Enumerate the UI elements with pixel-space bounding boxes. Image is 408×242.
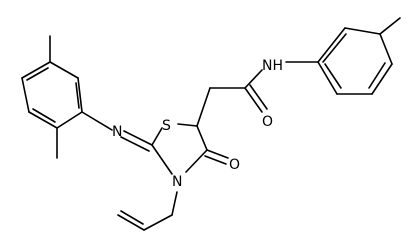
- aryl-to-imine-bond: [81, 111, 113, 131]
- imine-double-bond-b: [120, 136, 150, 152]
- dimethylphenyl-ring: [21, 61, 83, 129]
- amide-carbonyl-double-bond-b: [249, 84, 268, 110]
- thiazolidinone-ring: [151, 123, 208, 175]
- amide-nh-label: NH: [262, 58, 283, 74]
- ring-nitrogen-label: N: [172, 174, 182, 190]
- amide-carbonyl-double-bond-a: [244, 87, 263, 113]
- methylene-bond-1: [196, 87, 211, 127]
- sulfur-label: S: [162, 118, 171, 134]
- amide-c-n-bond: [244, 69, 263, 89]
- methylphenyl-ring: [317, 27, 393, 95]
- imine-double-bond-a: [123, 130, 153, 146]
- amide-oxygen-label: O: [262, 114, 273, 130]
- allyl-chain: [117, 191, 178, 231]
- imine-nitrogen-label: N: [112, 124, 122, 140]
- methyl-bond-right: [379, 17, 401, 35]
- ring-carbonyl-double-bond-a: [206, 149, 229, 159]
- ring-carbonyl-oxygen-label: O: [229, 157, 240, 173]
- ring-carbonyl-double-bond-b: [204, 155, 227, 165]
